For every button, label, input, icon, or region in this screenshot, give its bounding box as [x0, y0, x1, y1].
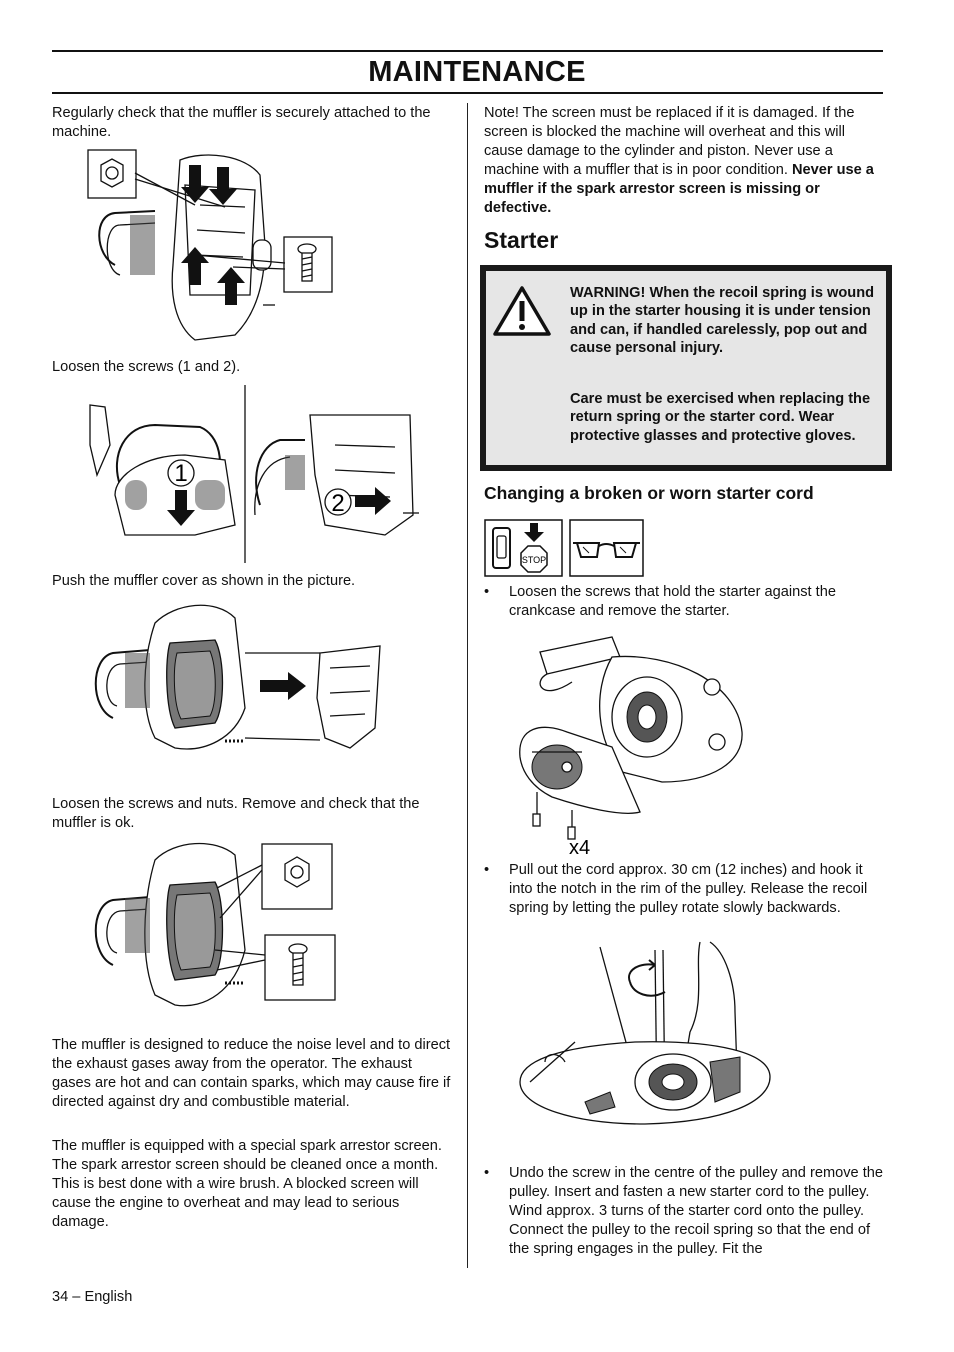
- x4-label: x4: [569, 837, 590, 859]
- paragraph-loosen-screws: Loosen the screws (1 and 2).: [52, 359, 241, 375]
- note-bold-text: Never use a muffler if the spark arresto…: [484, 162, 874, 216]
- paragraph-check-muffler: Regularly check that the muffler is secu…: [52, 105, 431, 140]
- bullet-text-2: Pull out the cord approx. 30 cm (12 inch…: [509, 862, 868, 916]
- note-plain-text: Note! The screen must be replaced if it …: [484, 105, 855, 178]
- subsection-title-starter-cord: Changing a broken or worn starter cord: [484, 483, 814, 503]
- callout-2-label: 2: [331, 490, 344, 517]
- header-rule-bottom: [52, 92, 883, 94]
- paragraph-spark-arrestor: The muffler is equipped with a special s…: [52, 1138, 442, 1230]
- warning-box-inner: WARNING! When the recoil spring is wound…: [486, 271, 886, 465]
- paragraph-loosen-nuts: Loosen the screws and nuts. Remove and c…: [52, 796, 420, 831]
- section-title-starter: Starter: [484, 227, 559, 253]
- header-rule-top: [52, 50, 883, 52]
- paragraph-push-cover: Push the muffler cover as shown in the p…: [52, 573, 356, 589]
- warning-text-2: Care must be exercised when replacing th…: [570, 391, 871, 444]
- page-title: MAINTENANCE: [368, 56, 586, 88]
- figure-push-muffler-cover: [94, 604, 381, 750]
- figure-muffler-nuts-screws: [94, 842, 336, 1007]
- column-divider: [467, 103, 468, 1268]
- stop-engine-icon: STOP: [484, 519, 563, 577]
- paragraph-muffler-design: The muffler is designed to reduce the no…: [52, 1037, 451, 1110]
- note-screen-replacement: Note! The screen must be replaced if it …: [484, 104, 884, 218]
- bullet-marker-2: •: [484, 862, 490, 878]
- bullet-marker-3: •: [484, 1165, 490, 1181]
- safety-glasses-icon: [569, 519, 644, 577]
- stop-label: STOP: [522, 555, 546, 565]
- figure-remove-starter: x4: [519, 636, 743, 859]
- bullet-text-1: Loosen the screws that hold the starter …: [509, 584, 836, 619]
- callout-1-label: 1: [174, 460, 187, 487]
- warning-box: WARNING! When the recoil spring is wound…: [480, 265, 892, 471]
- figure-loosen-screws: 1 2: [89, 385, 419, 563]
- warning-text-1: WARNING! When the recoil spring is wound…: [570, 285, 875, 356]
- figure-release-recoil-spring: [519, 941, 771, 1125]
- bullet-marker-1: •: [484, 584, 490, 600]
- figure-muffler-attachment: [87, 149, 333, 341]
- page-number: 34 – English: [52, 1289, 133, 1305]
- bullet-text-3: Undo the screw in the centre of the pull…: [509, 1165, 883, 1257]
- warning-triangle-icon: [493, 286, 551, 336]
